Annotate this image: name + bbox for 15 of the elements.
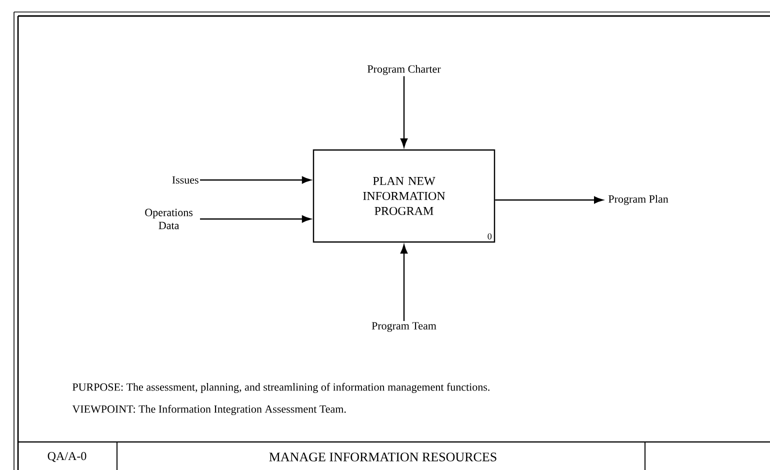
- arrow-label: Program Plan: [608, 195, 668, 205]
- arrow-label: Program Team: [372, 322, 436, 332]
- arrow: [400, 244, 408, 321]
- arrow-label: Program Charter: [368, 65, 441, 75]
- arrow: [200, 215, 311, 223]
- arrow: [200, 176, 311, 184]
- note-text: VIEWPOINT: The Information Integration Assessment Team.: [72, 404, 346, 416]
- node-number: QA/A-0: [48, 452, 86, 462]
- title-block-text: MANAGE INFORMATION RESOURCES: [269, 452, 496, 462]
- arrow: [400, 76, 408, 148]
- arrow: [495, 196, 604, 204]
- function-box: PLAN NEW INFORMATION PROGRAM 0: [312, 149, 496, 243]
- note-text: PURPOSE: The assessment, planning, and streamlining of information management functions.: [72, 382, 490, 394]
- arrow-label: Issues: [172, 176, 198, 184]
- arrow-label: Operations Data: [145, 208, 193, 230]
